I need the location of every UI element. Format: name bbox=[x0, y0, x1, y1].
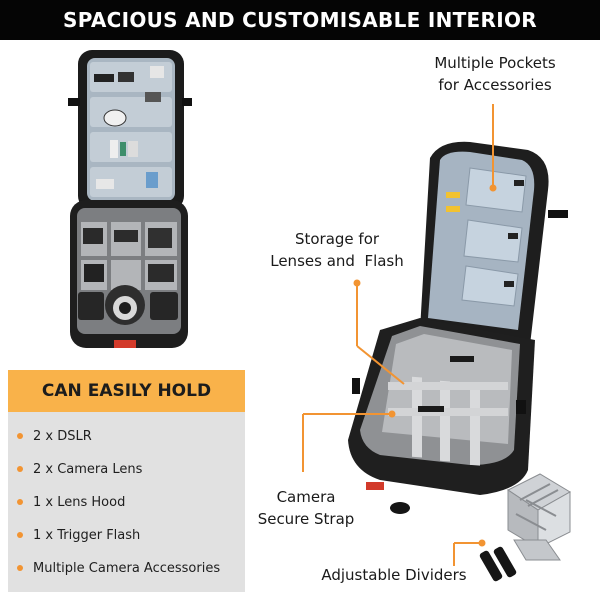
hold-panel: CAN EASILY HOLD 2 x DSLR 2 x Camera Lens… bbox=[8, 370, 245, 592]
callout-storage: Storage for Lenses and Flash bbox=[262, 228, 412, 272]
hold-item-label: 1 x Trigger Flash bbox=[33, 527, 141, 543]
dividers-image bbox=[479, 473, 571, 582]
banner-title: SPACIOUS AND CUSTOMISABLE INTERIOR bbox=[0, 0, 600, 40]
bullet-icon bbox=[17, 565, 23, 571]
hold-item-label: 2 x DSLR bbox=[33, 428, 92, 444]
hold-item: Multiple Camera Accessories bbox=[8, 556, 245, 580]
callout-storage-line1: Storage for bbox=[294, 230, 380, 248]
callout-pockets-line1: Multiple Pockets bbox=[434, 54, 556, 72]
callout-strap-line1: Camera bbox=[276, 488, 336, 506]
callout-pockets: Multiple Pockets for Accessories bbox=[410, 52, 580, 96]
hold-title: CAN EASILY HOLD bbox=[8, 370, 245, 412]
hold-item: 2 x DSLR bbox=[8, 424, 245, 448]
bullet-icon bbox=[17, 532, 23, 538]
bullet-icon bbox=[17, 433, 23, 439]
hold-item: 2 x Camera Lens bbox=[8, 457, 245, 481]
callout-dividers: Adjustable Dividers bbox=[312, 564, 476, 586]
bullet-icon bbox=[17, 499, 23, 505]
right-backpack-image bbox=[348, 141, 568, 514]
callout-strap-line2: Secure Strap bbox=[257, 510, 355, 528]
callout-pockets-line2: for Accessories bbox=[438, 76, 552, 94]
callout-strap: Camera Secure Strap bbox=[250, 486, 362, 530]
bullet-icon bbox=[17, 466, 23, 472]
left-backpack-image bbox=[68, 50, 192, 348]
hold-item: 1 x Trigger Flash bbox=[8, 523, 245, 547]
callout-lines bbox=[302, 104, 497, 566]
hold-item-label: 2 x Camera Lens bbox=[33, 461, 143, 477]
hold-item: 1 x Lens Hood bbox=[8, 490, 245, 514]
callout-dividers-line1: Adjustable Dividers bbox=[321, 566, 467, 584]
callout-storage-line2: Lenses and Flash bbox=[270, 252, 404, 270]
hold-item-label: 1 x Lens Hood bbox=[33, 494, 126, 510]
hold-item-label: Multiple Camera Accessories bbox=[33, 560, 221, 576]
